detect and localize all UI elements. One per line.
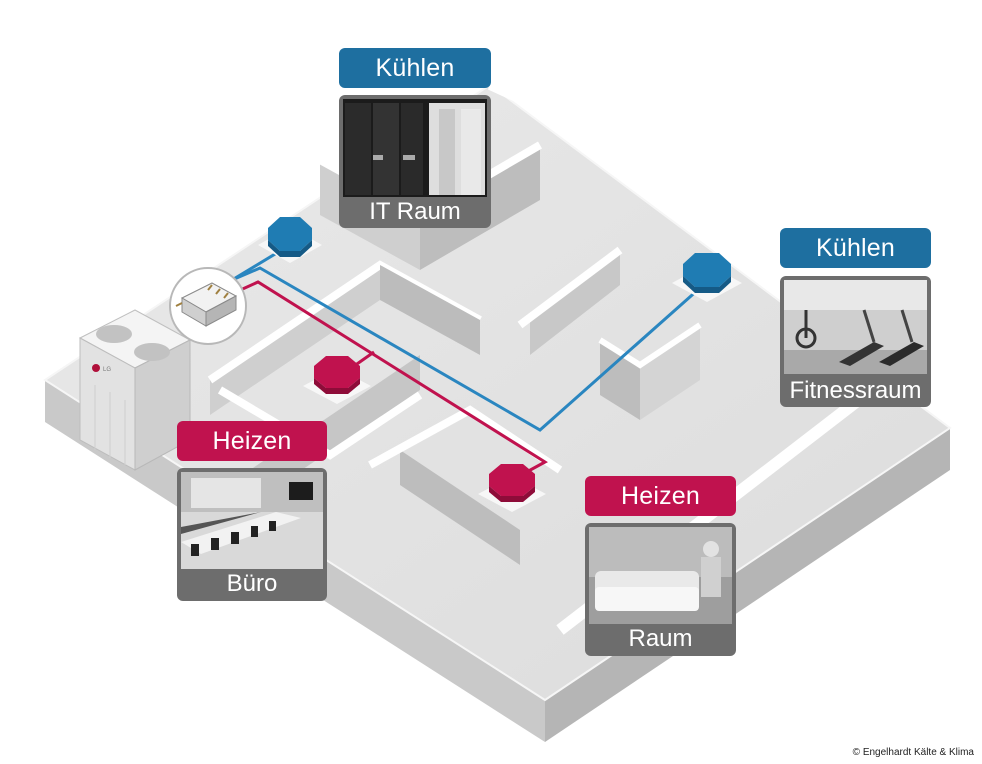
- indoor-unit-it: [258, 217, 322, 263]
- room-partition-top: [368, 405, 563, 474]
- room-card-office: Büro: [177, 468, 327, 601]
- lg-logo-icon: [92, 364, 100, 372]
- partition-wall-c: [530, 250, 620, 355]
- it-room-photo: [343, 99, 487, 197]
- room-card-room: Raum: [585, 523, 736, 656]
- outdoor-unit-brand: LG: [103, 367, 111, 373]
- outdoor-unit: LG: [78, 309, 192, 471]
- room-card-fitness: Fitnessraum: [780, 276, 931, 407]
- mode-badge-it: Kühlen: [339, 48, 491, 88]
- room-name-fitness: Fitnessraum: [789, 376, 922, 404]
- pipe-cooling: [231, 266, 701, 432]
- mode-badge-room: Heizen: [585, 476, 736, 516]
- fitness-wall-top: [598, 322, 702, 369]
- indoor-unit-room: [478, 464, 546, 512]
- slab-right-side: [545, 428, 950, 742]
- mode-badge-fitness: Kühlen: [780, 228, 931, 268]
- indoor-unit-office: [303, 356, 371, 404]
- office-partition: [250, 355, 420, 505]
- office-photo: [181, 472, 323, 569]
- room-partition: [400, 450, 520, 565]
- room-card-it: IT Raum: [339, 95, 491, 228]
- copyright-notice: © Engelhardt Kälte & Klima: [852, 747, 974, 758]
- room-name-room: Raum: [628, 625, 693, 652]
- mode-badge-office: Heizen: [177, 421, 327, 461]
- partition-wall-a: [210, 265, 380, 415]
- branch-distributor: [169, 267, 247, 345]
- office-partition-top: [217, 386, 423, 460]
- living-room-photo: [589, 527, 732, 624]
- indoor-unit-fitness: [672, 253, 742, 302]
- partition-wall-c-top: [517, 246, 623, 329]
- outer-wall-back-left: [122, 155, 323, 290]
- fitness-wall-front: [640, 325, 700, 420]
- partition-wall-b: [380, 265, 480, 355]
- outer-wall-back-right: [487, 80, 703, 185]
- room-name-it: IT Raum: [369, 197, 461, 225]
- fitness-room-photo: [784, 280, 927, 374]
- room-name-office: Büro: [226, 570, 278, 597]
